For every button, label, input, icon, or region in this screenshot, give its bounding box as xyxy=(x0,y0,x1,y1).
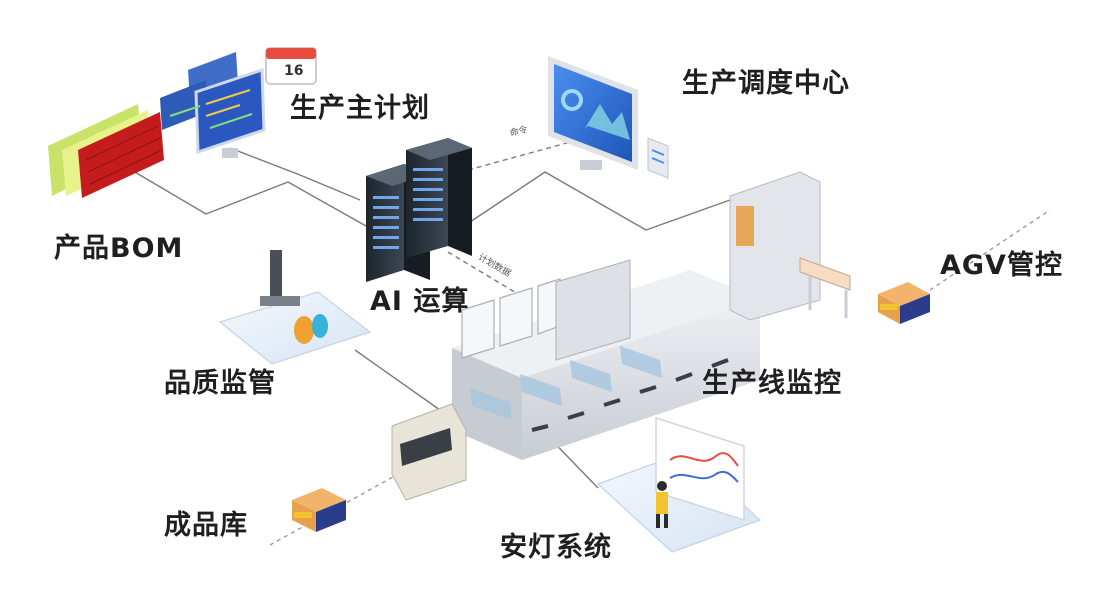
label-agv-control: AGV管控 xyxy=(940,250,1063,281)
bom-sheets xyxy=(48,104,164,198)
line-ai-to-line-data xyxy=(447,251,529,301)
dispatch-monitor xyxy=(548,56,669,179)
label-dispatch-center: 生产调度中心 xyxy=(682,68,850,99)
label-ai-compute: AI 运算 xyxy=(370,286,470,317)
agv-robot-right xyxy=(878,282,930,324)
line-ai-to-line xyxy=(469,171,731,231)
agv-robot-left xyxy=(292,488,346,532)
label-andon: 安灯系统 xyxy=(500,532,612,563)
production-line xyxy=(391,171,851,501)
ai-server-racks xyxy=(366,138,472,282)
plan-screens xyxy=(160,47,317,158)
calendar-day: 16 xyxy=(284,63,304,79)
line-quality-to-line xyxy=(354,349,441,411)
line-bom-to-ai xyxy=(127,167,367,227)
line-ai-to-dispatch xyxy=(467,137,586,171)
label-warehouse: 成品库 xyxy=(164,510,248,541)
label-line-monitor: 生产线监控 xyxy=(702,368,842,399)
quality-platform xyxy=(218,250,372,365)
andon-board xyxy=(596,416,762,553)
connection-lines xyxy=(127,137,1051,546)
label-product-bom: 产品BOM xyxy=(54,233,184,264)
label-quality: 品质监管 xyxy=(164,368,276,399)
line-agv-feed xyxy=(929,209,1051,291)
line-plan-to-ai xyxy=(229,147,361,201)
label-production-plan: 生产主计划 xyxy=(290,93,430,124)
